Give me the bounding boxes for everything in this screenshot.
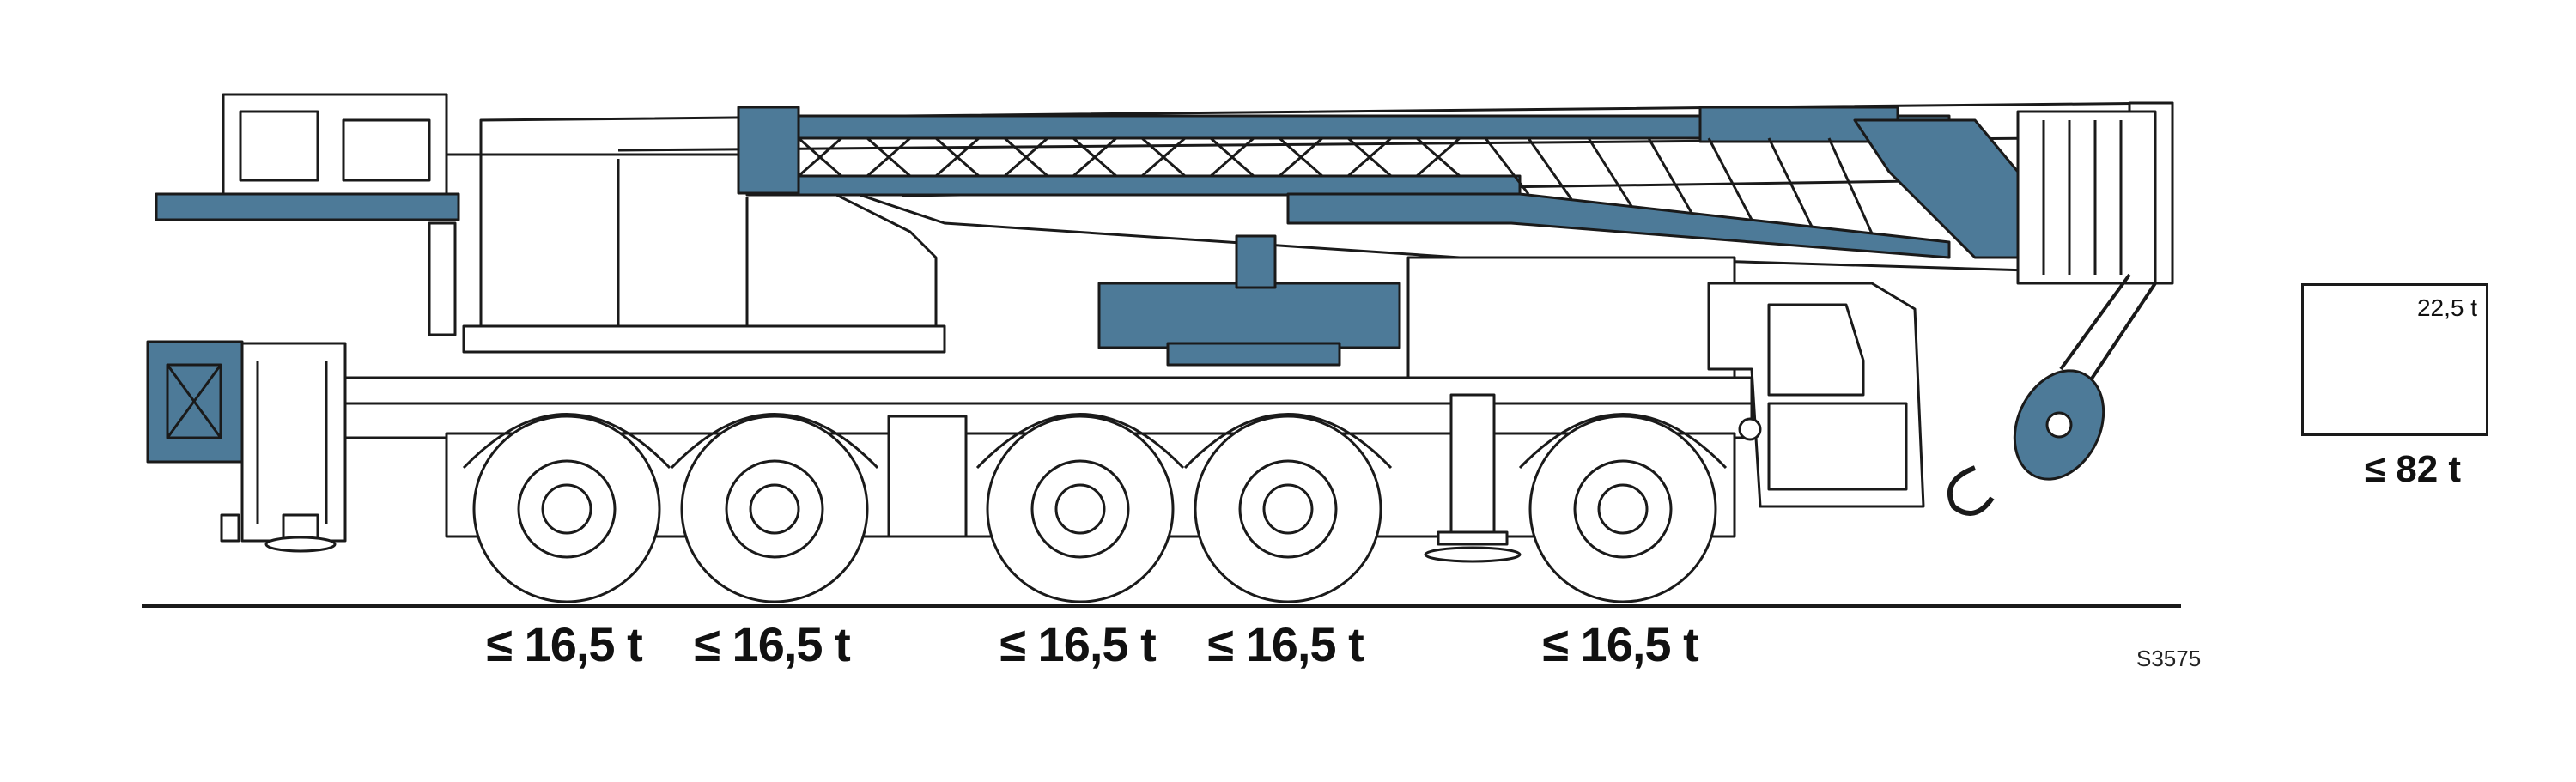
lattice-jib-bracing	[798, 136, 1874, 234]
carrier-blue-box	[1097, 282, 1401, 349]
axle-load-2: ≤ 16,5 t	[694, 617, 851, 671]
lattice-jib	[737, 106, 2020, 259]
axle-load-4: ≤ 16,5 t	[1207, 617, 1364, 671]
wheels	[472, 415, 1717, 603]
hook-block	[1947, 273, 2157, 516]
axle-load-5: ≤ 16,5 t	[1542, 617, 1699, 671]
total-weight: ≤ 82 t	[2364, 448, 2462, 490]
front-outrigger	[1449, 393, 1496, 534]
counterweight-slab	[155, 192, 460, 221]
ballast-box: 22,5 t	[2301, 283, 2488, 436]
axle-load-3: ≤ 16,5 t	[999, 617, 1157, 671]
drawing-code: S3575	[2136, 646, 2202, 671]
boom-head	[2016, 110, 2157, 285]
ballast-value: 22,5 t	[2416, 294, 2477, 321]
axle-load-1: ≤ 16,5 t	[486, 617, 643, 671]
driver-cab	[1707, 282, 1925, 508]
